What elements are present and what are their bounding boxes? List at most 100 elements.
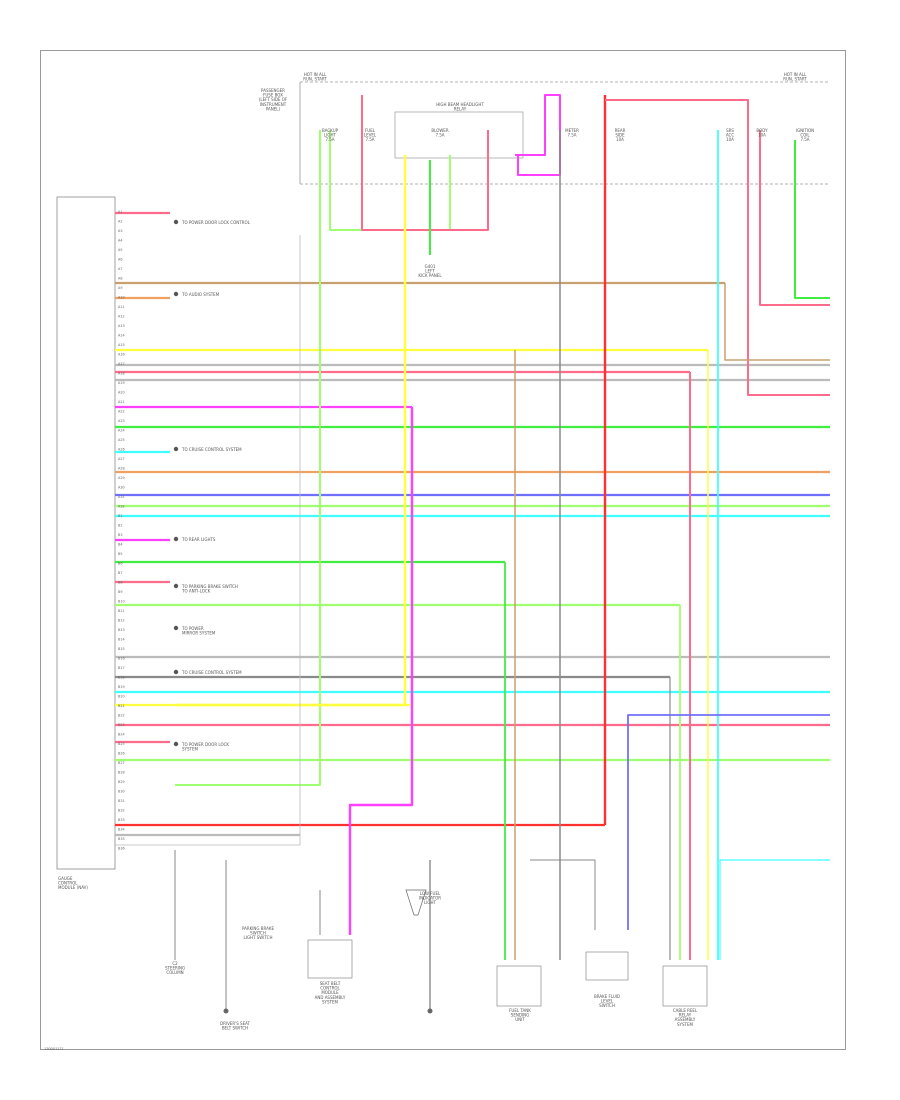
pin-label-A15: A15 xyxy=(118,343,125,347)
wires xyxy=(115,94,830,1011)
pin-label-A20: A20 xyxy=(118,391,125,395)
pin-label-A21: A21 xyxy=(118,400,125,404)
pin-label-A14: A14 xyxy=(118,334,125,338)
cable-reel-box xyxy=(662,965,708,1007)
pin-label-B7: B7 xyxy=(118,571,122,575)
pin-label-B8: B8 xyxy=(118,581,122,585)
pin-label-B4: B4 xyxy=(118,543,122,547)
pin-label-A8: A8 xyxy=(118,277,122,281)
pin-label-A24: A24 xyxy=(118,429,125,433)
pin-label-A7: A7 xyxy=(118,267,122,271)
annotation-dot-3 xyxy=(173,536,179,542)
annotation-dot-5 xyxy=(173,625,179,631)
pin-label-B28: B28 xyxy=(118,771,125,775)
pin-label-A22: A22 xyxy=(118,410,125,414)
pin-labels: A1A2A3A4A5A6A7A8A9A10A11A12A13A14A15A16A… xyxy=(118,210,125,851)
pin-label-A30: A30 xyxy=(118,486,125,490)
pin-label-B14: B14 xyxy=(118,638,125,642)
pin-label-A25: A25 xyxy=(118,438,125,442)
seat-belt-module-box xyxy=(307,939,353,979)
pin-label-B16: B16 xyxy=(118,657,125,661)
wire-srs xyxy=(759,130,830,306)
wire-pink-right xyxy=(605,99,830,396)
pin-label-B10: B10 xyxy=(118,600,125,604)
wire-blue-down xyxy=(627,714,830,930)
wire-brake xyxy=(530,859,596,930)
pin-label-A27: A27 xyxy=(118,457,125,461)
pin-label-B15: B15 xyxy=(118,647,125,651)
pin-label-A10: A10 xyxy=(118,296,125,300)
pin-label-B33: B33 xyxy=(118,818,125,822)
pin-label-A5: A5 xyxy=(118,248,122,252)
pin-label-A9: A9 xyxy=(118,286,122,290)
pin-label-B21: B21 xyxy=(118,704,125,708)
bottom-components xyxy=(223,889,708,1014)
pin-label-B17: B17 xyxy=(118,666,125,670)
pin-label-A12: A12 xyxy=(118,315,125,319)
pin-label-B31: B31 xyxy=(118,799,125,803)
pin-label-A3: A3 xyxy=(118,229,122,233)
annotation-2: TO CRUISE CONTROL SYSTEM xyxy=(181,447,242,452)
pin-label-A13: A13 xyxy=(118,324,125,328)
relay-box xyxy=(394,111,524,159)
wire-fuel-level xyxy=(361,95,489,231)
pin-label-B11: B11 xyxy=(118,609,125,613)
pin-label-A16: A16 xyxy=(118,353,125,357)
pin-label-A6: A6 xyxy=(118,258,122,262)
wire-magenta-down xyxy=(348,407,414,935)
wire-ignition-coil xyxy=(794,140,830,299)
brake-fluid-switch-box xyxy=(585,951,629,981)
pin-label-B1: B1 xyxy=(118,514,122,518)
pin-label-B20: B20 xyxy=(118,695,125,699)
pin-label-A32: A32 xyxy=(118,505,125,509)
pin-label-B12: B12 xyxy=(118,619,125,623)
wire-cyan-bottom xyxy=(719,859,830,960)
ground-symbol xyxy=(223,1008,229,1014)
pin-label-A28: A28 xyxy=(118,467,125,471)
pin-label-A19: A19 xyxy=(118,381,125,385)
pin-label-A23: A23 xyxy=(118,419,125,423)
pin-label-A18: A18 xyxy=(118,372,125,376)
pin-label-A4: A4 xyxy=(118,239,122,243)
annotation-dot-1 xyxy=(173,291,179,297)
pin-label-B30: B30 xyxy=(118,790,125,794)
pin-label-A31: A31 xyxy=(118,495,125,499)
pin-label-B6: B6 xyxy=(118,562,122,566)
pin-label-A29: A29 xyxy=(118,476,125,480)
pin-label-B2: B2 xyxy=(118,524,122,528)
pin-label-A11: A11 xyxy=(118,305,125,309)
pin-label-B36: B36 xyxy=(118,847,125,851)
annotation-0: TO POWER DOOR LOCK CONTROL xyxy=(181,220,251,225)
wire-tan-right xyxy=(724,283,830,361)
annotation-dot-6 xyxy=(173,669,179,675)
page-ref: 130001171 xyxy=(44,1046,64,1051)
lamp-symbol xyxy=(405,889,427,916)
pin-label-B18: B18 xyxy=(118,676,125,680)
pin-label-A1: A1 xyxy=(118,210,122,214)
pin-label-B32: B32 xyxy=(118,809,125,813)
annotation-dot-7 xyxy=(173,741,179,747)
pin-label-B19: B19 xyxy=(118,685,125,689)
pin-label-B27: B27 xyxy=(118,761,125,765)
annotation-dot-2 xyxy=(173,446,179,452)
